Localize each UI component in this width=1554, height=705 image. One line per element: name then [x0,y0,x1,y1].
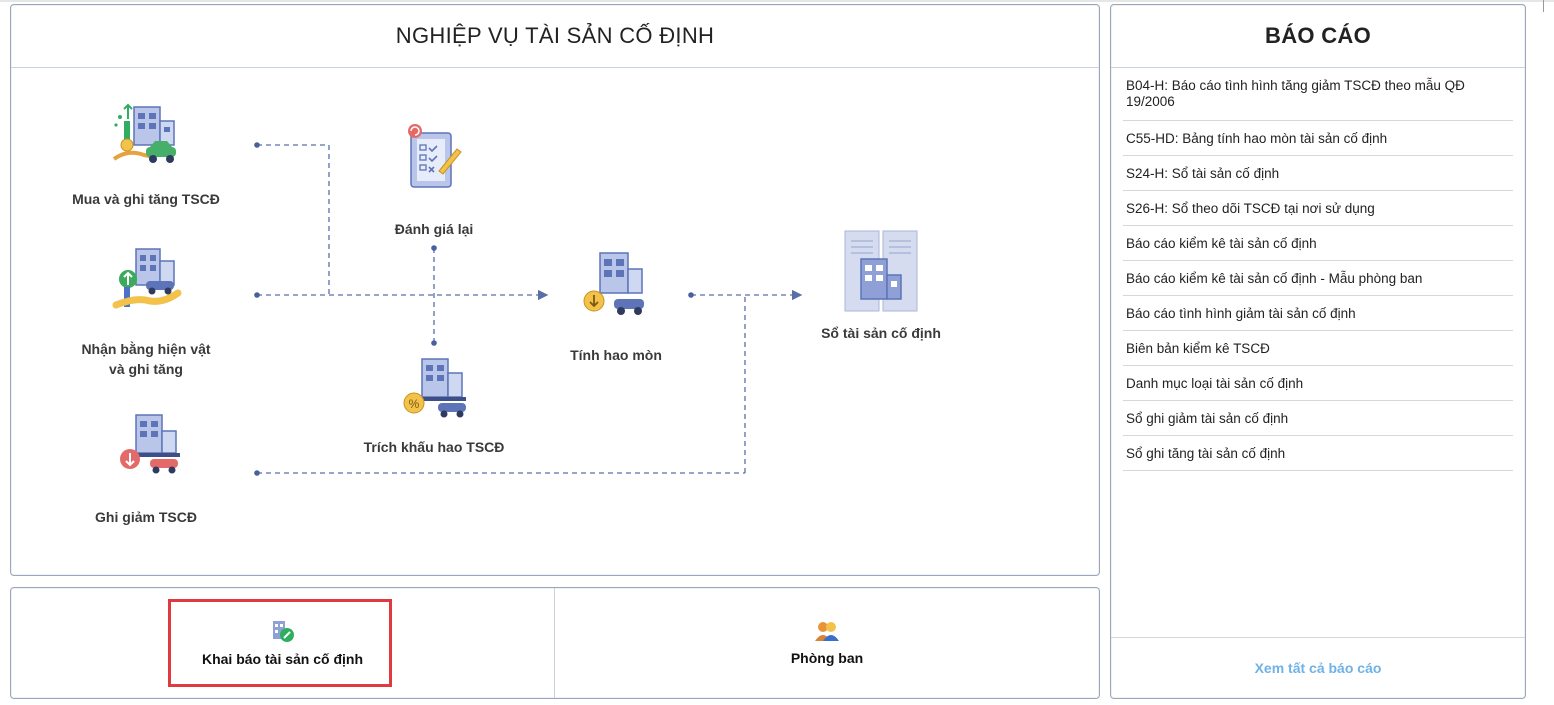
revaluation-node[interactable]: Đánh giá lại [364,123,504,239]
report-item[interactable]: S26-H: Sổ theo dõi TSCĐ tại nơi sử dụng [1123,191,1513,226]
report-item[interactable]: C55-HD: Bảng tính hao mòn tài sản cố địn… [1123,121,1513,156]
depreciation-building-percent-icon: % [403,358,466,418]
asset-book-node[interactable]: Sổ tài sản cố định [801,225,961,343]
report-item[interactable]: Biên bản kiểm kê TSCĐ [1123,331,1513,366]
quick-actions-divider [554,588,555,698]
departments-button[interactable]: Phòng ban [555,588,1099,698]
depreciation-node[interactable]: % Trích khấu hao TSCĐ [334,355,534,457]
reports-panel: BÁO CÁO B04-H: Báo cáo tình hình tăng gi… [1110,4,1526,699]
report-item[interactable]: Danh mục loại tài sản cố định [1123,366,1513,401]
window-edge-mark [1543,0,1544,12]
receive-in-kind-label-1: Nhận bằng hiện vật [81,341,211,357]
reports-title: BÁO CÁO [1111,5,1525,68]
report-item[interactable]: Báo cáo tình hình giảm tài sản cố định [1123,296,1513,331]
declare-asset-label: Khai báo tài sản cố định [201,651,364,667]
calculate-wear-label: Tính hao mòn [570,347,662,363]
report-item[interactable]: B04-H: Báo cáo tình hình tăng giảm TSCĐ … [1123,68,1513,121]
reports-list: B04-H: Báo cáo tình hình tăng giảm TSCĐ … [1123,68,1513,471]
depreciation-label: Trích khấu hao TSCĐ [363,439,505,455]
departments-label: Phòng ban [790,650,864,666]
buy-increase-asset-node[interactable]: Mua và ghi tăng TSCĐ [56,103,236,209]
asset-operations-panel: NGHIỆP VỤ TÀI SẢN CỐ ĐỊNH [10,4,1100,576]
workflow-connectors [254,142,803,476]
asset-operations-title: NGHIỆP VỤ TÀI SẢN CỐ ĐỊNH [11,5,1099,68]
decrease-asset-node[interactable]: Ghi giảm TSCĐ [56,413,236,527]
report-item[interactable]: Báo cáo kiểm kê tài sản cố định - Mẫu ph… [1123,261,1513,296]
asset-ledger-book-icon [844,230,918,312]
declare-asset-button[interactable]: Khai báo tài sản cố định [11,588,554,698]
decrease-building-car-icon [120,414,180,474]
highlight-box [168,599,392,687]
calculate-wear-node[interactable]: Tính hao mòn [551,249,681,365]
report-item[interactable]: S24-H: Sổ tài sản cố định [1123,156,1513,191]
decrease-asset-label: Ghi giảm TSCĐ [95,509,197,525]
quick-actions-panel: Khai báo tài sản cố định Phòng ban [10,587,1100,699]
departments-people-icon [815,622,839,641]
wear-building-car-icon [583,252,644,315]
asset-book-label: Sổ tài sản cố định [821,325,941,341]
receive-in-kind-node[interactable]: Nhận bằng hiện vật và ghi tăng [56,245,236,379]
report-item[interactable]: Báo cáo kiểm kê tài sản cố định [1123,226,1513,261]
receive-building-hand-icon [112,248,182,309]
view-all-reports-link[interactable]: Xem tất cả báo cáo [1111,637,1525,698]
window-top-border [0,0,1554,2]
report-item[interactable]: Sổ ghi tăng tài sản cố định [1123,436,1513,471]
buy-building-car-icon [112,103,176,163]
svg-text:%: % [409,397,420,411]
declare-asset-icon [272,621,294,642]
revaluation-label: Đánh giá lại [394,221,474,237]
receive-in-kind-label-2: và ghi tăng [109,361,183,377]
report-item[interactable]: Sổ ghi giảm tài sản cố định [1123,401,1513,436]
buy-increase-asset-label: Mua và ghi tăng TSCĐ [72,191,220,207]
revaluation-checklist-icon [408,124,462,188]
